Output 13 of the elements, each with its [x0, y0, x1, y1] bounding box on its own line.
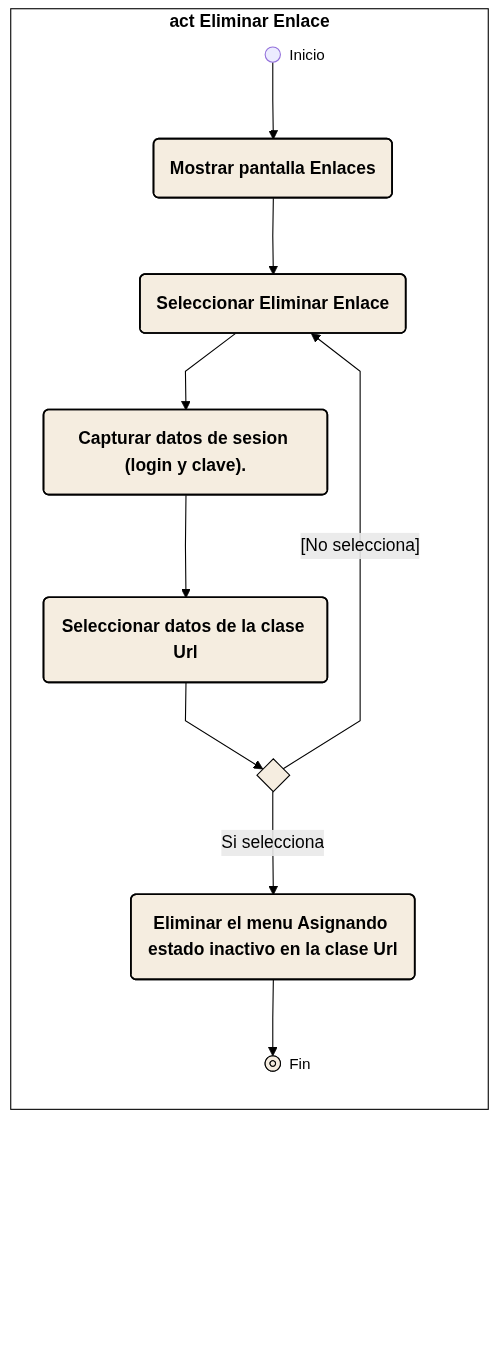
arrow — [268, 61, 278, 140]
edge-label: Si selecciona — [221, 833, 325, 852]
node-caption: Fin — [289, 1054, 311, 1072]
arrow — [282, 333, 361, 770]
node-caption: Inicio — [289, 46, 325, 64]
edge-label: [No selecciona] — [300, 536, 420, 555]
arrow — [184, 682, 264, 770]
arrow — [268, 197, 278, 276]
node-diamond — [256, 758, 291, 793]
arrow — [181, 333, 236, 411]
node-circle — [264, 46, 281, 63]
arrow — [268, 979, 278, 1057]
arrow — [181, 494, 191, 599]
